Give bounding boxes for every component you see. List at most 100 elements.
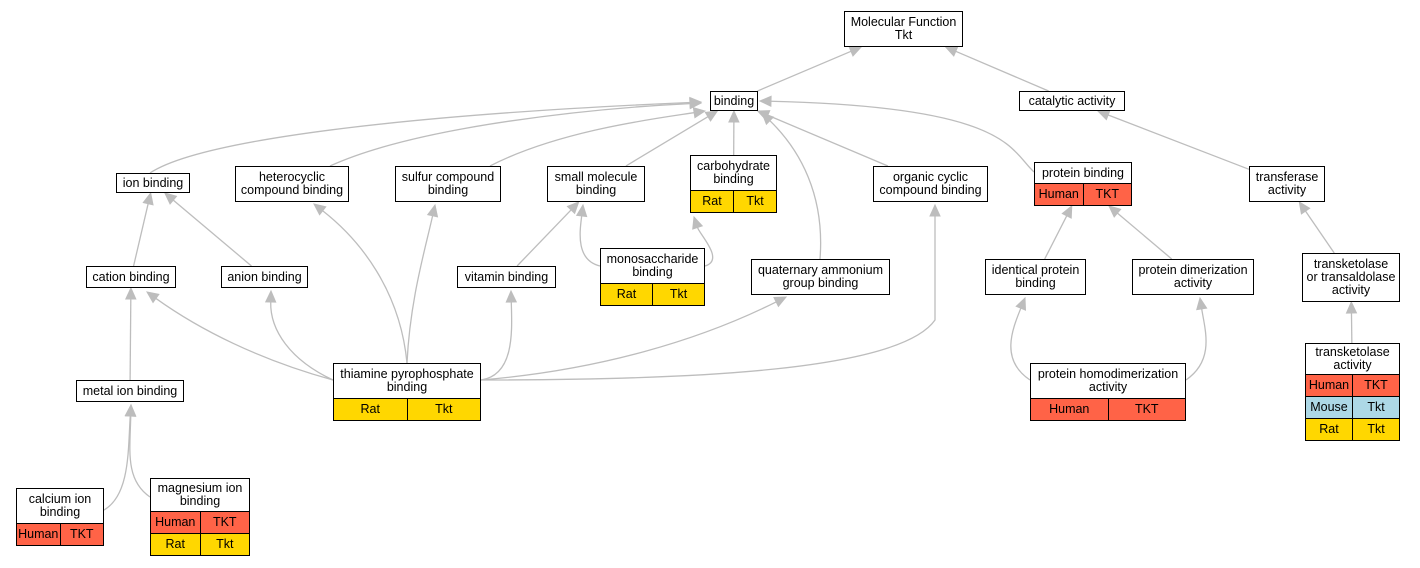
term-node-protdimer[interactable]: protein dimerization activity [1132, 259, 1254, 295]
edge-protb-to-binding [770, 100, 1035, 173]
species-cell: Rat [1319, 422, 1339, 436]
edge-tpp-to-quat [480, 301, 777, 381]
edge-catalytic-to-mf-arrowhead [944, 46, 959, 57]
edge-quat-to-binding-arrowhead [761, 112, 775, 126]
term-label: metal ion binding [82, 383, 178, 398]
gene-cell: TKT [59, 524, 104, 545]
term-node-quat[interactable]: quaternary ammonium group binding [751, 259, 890, 295]
gene-cell: Tkt [1352, 419, 1399, 440]
edge-protdimer-to-protb-arrowhead [1108, 205, 1122, 218]
edge-binding-to-mf-arrowhead [848, 46, 863, 57]
term-label: cation binding [92, 269, 170, 284]
term-node-sulfur[interactable]: sulfur compound binding [395, 166, 501, 202]
edge-monosac-to-carbo-arrowhead [692, 215, 704, 230]
edge-homodimer-to-identprot-arrowhead [1015, 296, 1027, 311]
edge-magnesium-to-metalion-arrowhead [124, 403, 137, 417]
edge-catalytic-to-mf [955, 50, 1049, 92]
term-node-metalion[interactable]: metal ion binding [76, 380, 184, 402]
term-node-ionb[interactable]: ion binding [116, 173, 190, 193]
term-node-binding[interactable]: binding [710, 91, 758, 111]
term-label: anion binding [227, 269, 302, 284]
term-label: heterocyclic compound binding [240, 170, 344, 197]
edge-tpp-to-orgcyc [480, 216, 936, 381]
species-cell: Rat [616, 287, 637, 301]
species-cell: Mouse [1310, 400, 1348, 414]
annotation-row-rat: Rat Tkt [1306, 418, 1399, 440]
edge-vitamin-to-smallmol [516, 209, 572, 267]
term-label: protein homodimerization activity [1037, 367, 1179, 394]
edge-orgcyc-to-binding [767, 114, 889, 167]
species-cell: Human [1308, 378, 1350, 392]
edge-tpp-to-quat-arrowhead [773, 296, 788, 308]
term-node-mf[interactable]: Molecular Function Tkt [844, 11, 963, 47]
edge-anion-to-ionb-arrowhead [163, 192, 178, 205]
term-label: sulfur compound binding [401, 170, 495, 197]
edge-smallmol-to-binding-arrowhead [704, 110, 719, 122]
term-node-orgcyc[interactable]: organic cyclic compound binding [873, 166, 988, 202]
edge-tpp-to-cation [155, 297, 334, 381]
term-label: transketolase activity [1315, 345, 1390, 372]
term-label: transketolase or transaldolase activity [1306, 257, 1396, 297]
term-node-vitamin[interactable]: vitamin binding [457, 266, 556, 288]
gene-cell: TKT [1352, 375, 1399, 396]
term-node-cation[interactable]: cation binding [86, 266, 176, 288]
term-node-transf[interactable]: transferase activity [1249, 166, 1325, 202]
term-node-smallmol[interactable]: small molecule binding [547, 166, 645, 202]
edge-sulfur-to-binding [489, 112, 695, 167]
edge-cation-to-ionb-arrowhead [142, 191, 154, 206]
term-node-identprot[interactable]: identical protein binding [985, 259, 1086, 295]
term-label: catalytic activity [1028, 93, 1116, 108]
species-cell: Human [1038, 187, 1079, 201]
edge-quat-to-binding [769, 120, 822, 260]
edge-anion-to-ionb [172, 199, 252, 267]
term-node-anion[interactable]: anion binding [221, 266, 308, 288]
edge-smallmol-to-binding [625, 116, 709, 167]
edge-tpp-to-vitamin [480, 301, 513, 381]
edge-protdimer-to-protb [1117, 212, 1173, 260]
edge-ionb-to-binding [149, 101, 691, 174]
edge-tpp-to-hetero-arrowhead [313, 203, 327, 216]
term-node-transket_or[interactable]: transketolase or transaldolase activity [1302, 253, 1400, 302]
gene-cell: Tkt [199, 534, 250, 555]
term-label: calcium ion binding [28, 492, 92, 519]
species-cell: Human [1049, 402, 1090, 416]
term-label: small molecule binding [554, 170, 638, 197]
edge-calcium-to-metalion [103, 415, 131, 511]
edge-homodimer-to-protdimer [1185, 308, 1207, 381]
term-label: transferase activity [1255, 170, 1319, 197]
term-node-hetero[interactable]: heterocyclic compound binding [235, 166, 349, 202]
term-label: vitamin binding [464, 269, 549, 284]
term-node-catalytic[interactable]: catalytic activity [1019, 91, 1125, 111]
term-label: organic cyclic compound binding [879, 170, 982, 197]
term-label: carbohydrate binding [697, 159, 770, 186]
edge-identprot-to-protb-arrowhead [1061, 204, 1073, 219]
term-label: magnesium ion binding [157, 481, 243, 508]
term-label: thiamine pyrophosphate binding [340, 367, 474, 394]
term-label: quaternary ammonium group binding [757, 263, 884, 290]
term-label: Molecular Function Tkt [850, 15, 957, 42]
edge-cation-to-ionb [132, 203, 149, 267]
edge-tpp-to-orgcyc-arrowhead [929, 203, 941, 217]
term-label: binding [713, 93, 755, 108]
edge-hetero-to-binding-arrowhead [689, 97, 703, 110]
edge-hetero-to-binding [329, 102, 691, 167]
species-cell: Rat [702, 194, 722, 208]
